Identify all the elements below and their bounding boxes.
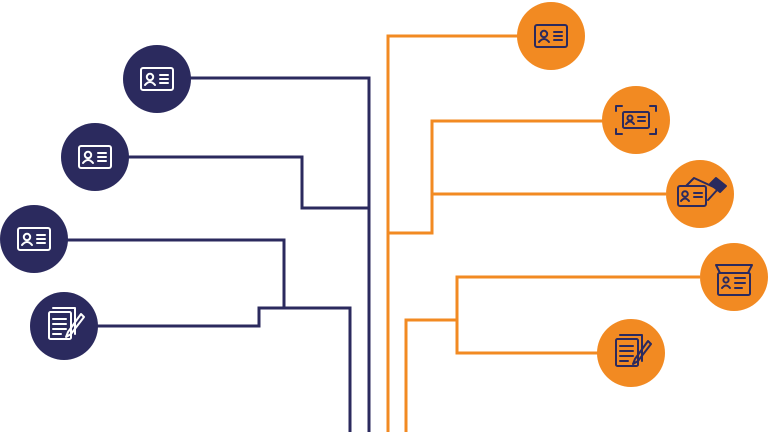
right-line-5 bbox=[404, 318, 457, 432]
left-line-3 bbox=[66, 238, 286, 308]
id-card-icon bbox=[534, 24, 568, 48]
id-card-scan-icon bbox=[615, 105, 657, 135]
left-node-4 bbox=[30, 292, 98, 360]
right-node-5 bbox=[597, 319, 665, 387]
id-card-icon bbox=[17, 227, 51, 251]
right-connector-lines bbox=[386, 34, 700, 432]
right-node-3 bbox=[666, 160, 734, 228]
left-node-3 bbox=[0, 205, 68, 273]
left-line-4 bbox=[96, 306, 352, 432]
id-card-icon bbox=[140, 67, 174, 91]
right-node-4 bbox=[700, 243, 768, 311]
right-node-2 bbox=[602, 86, 670, 154]
id-card-wallet-icon bbox=[715, 264, 753, 296]
right-line-1 bbox=[386, 34, 520, 432]
right-node-1 bbox=[517, 2, 585, 70]
document-pen-icon bbox=[615, 334, 652, 367]
right-line-2 bbox=[388, 119, 604, 235]
left-node-1 bbox=[123, 45, 191, 113]
left-line-1 bbox=[190, 76, 371, 432]
right-line-4 bbox=[455, 275, 700, 355]
left-node-2 bbox=[61, 123, 129, 191]
document-pen-icon bbox=[48, 307, 85, 340]
id-card-icon bbox=[78, 145, 112, 169]
left-connector-lines bbox=[66, 76, 371, 432]
id-card-swipe-icon bbox=[677, 177, 727, 207]
left-line-2 bbox=[128, 155, 369, 210]
